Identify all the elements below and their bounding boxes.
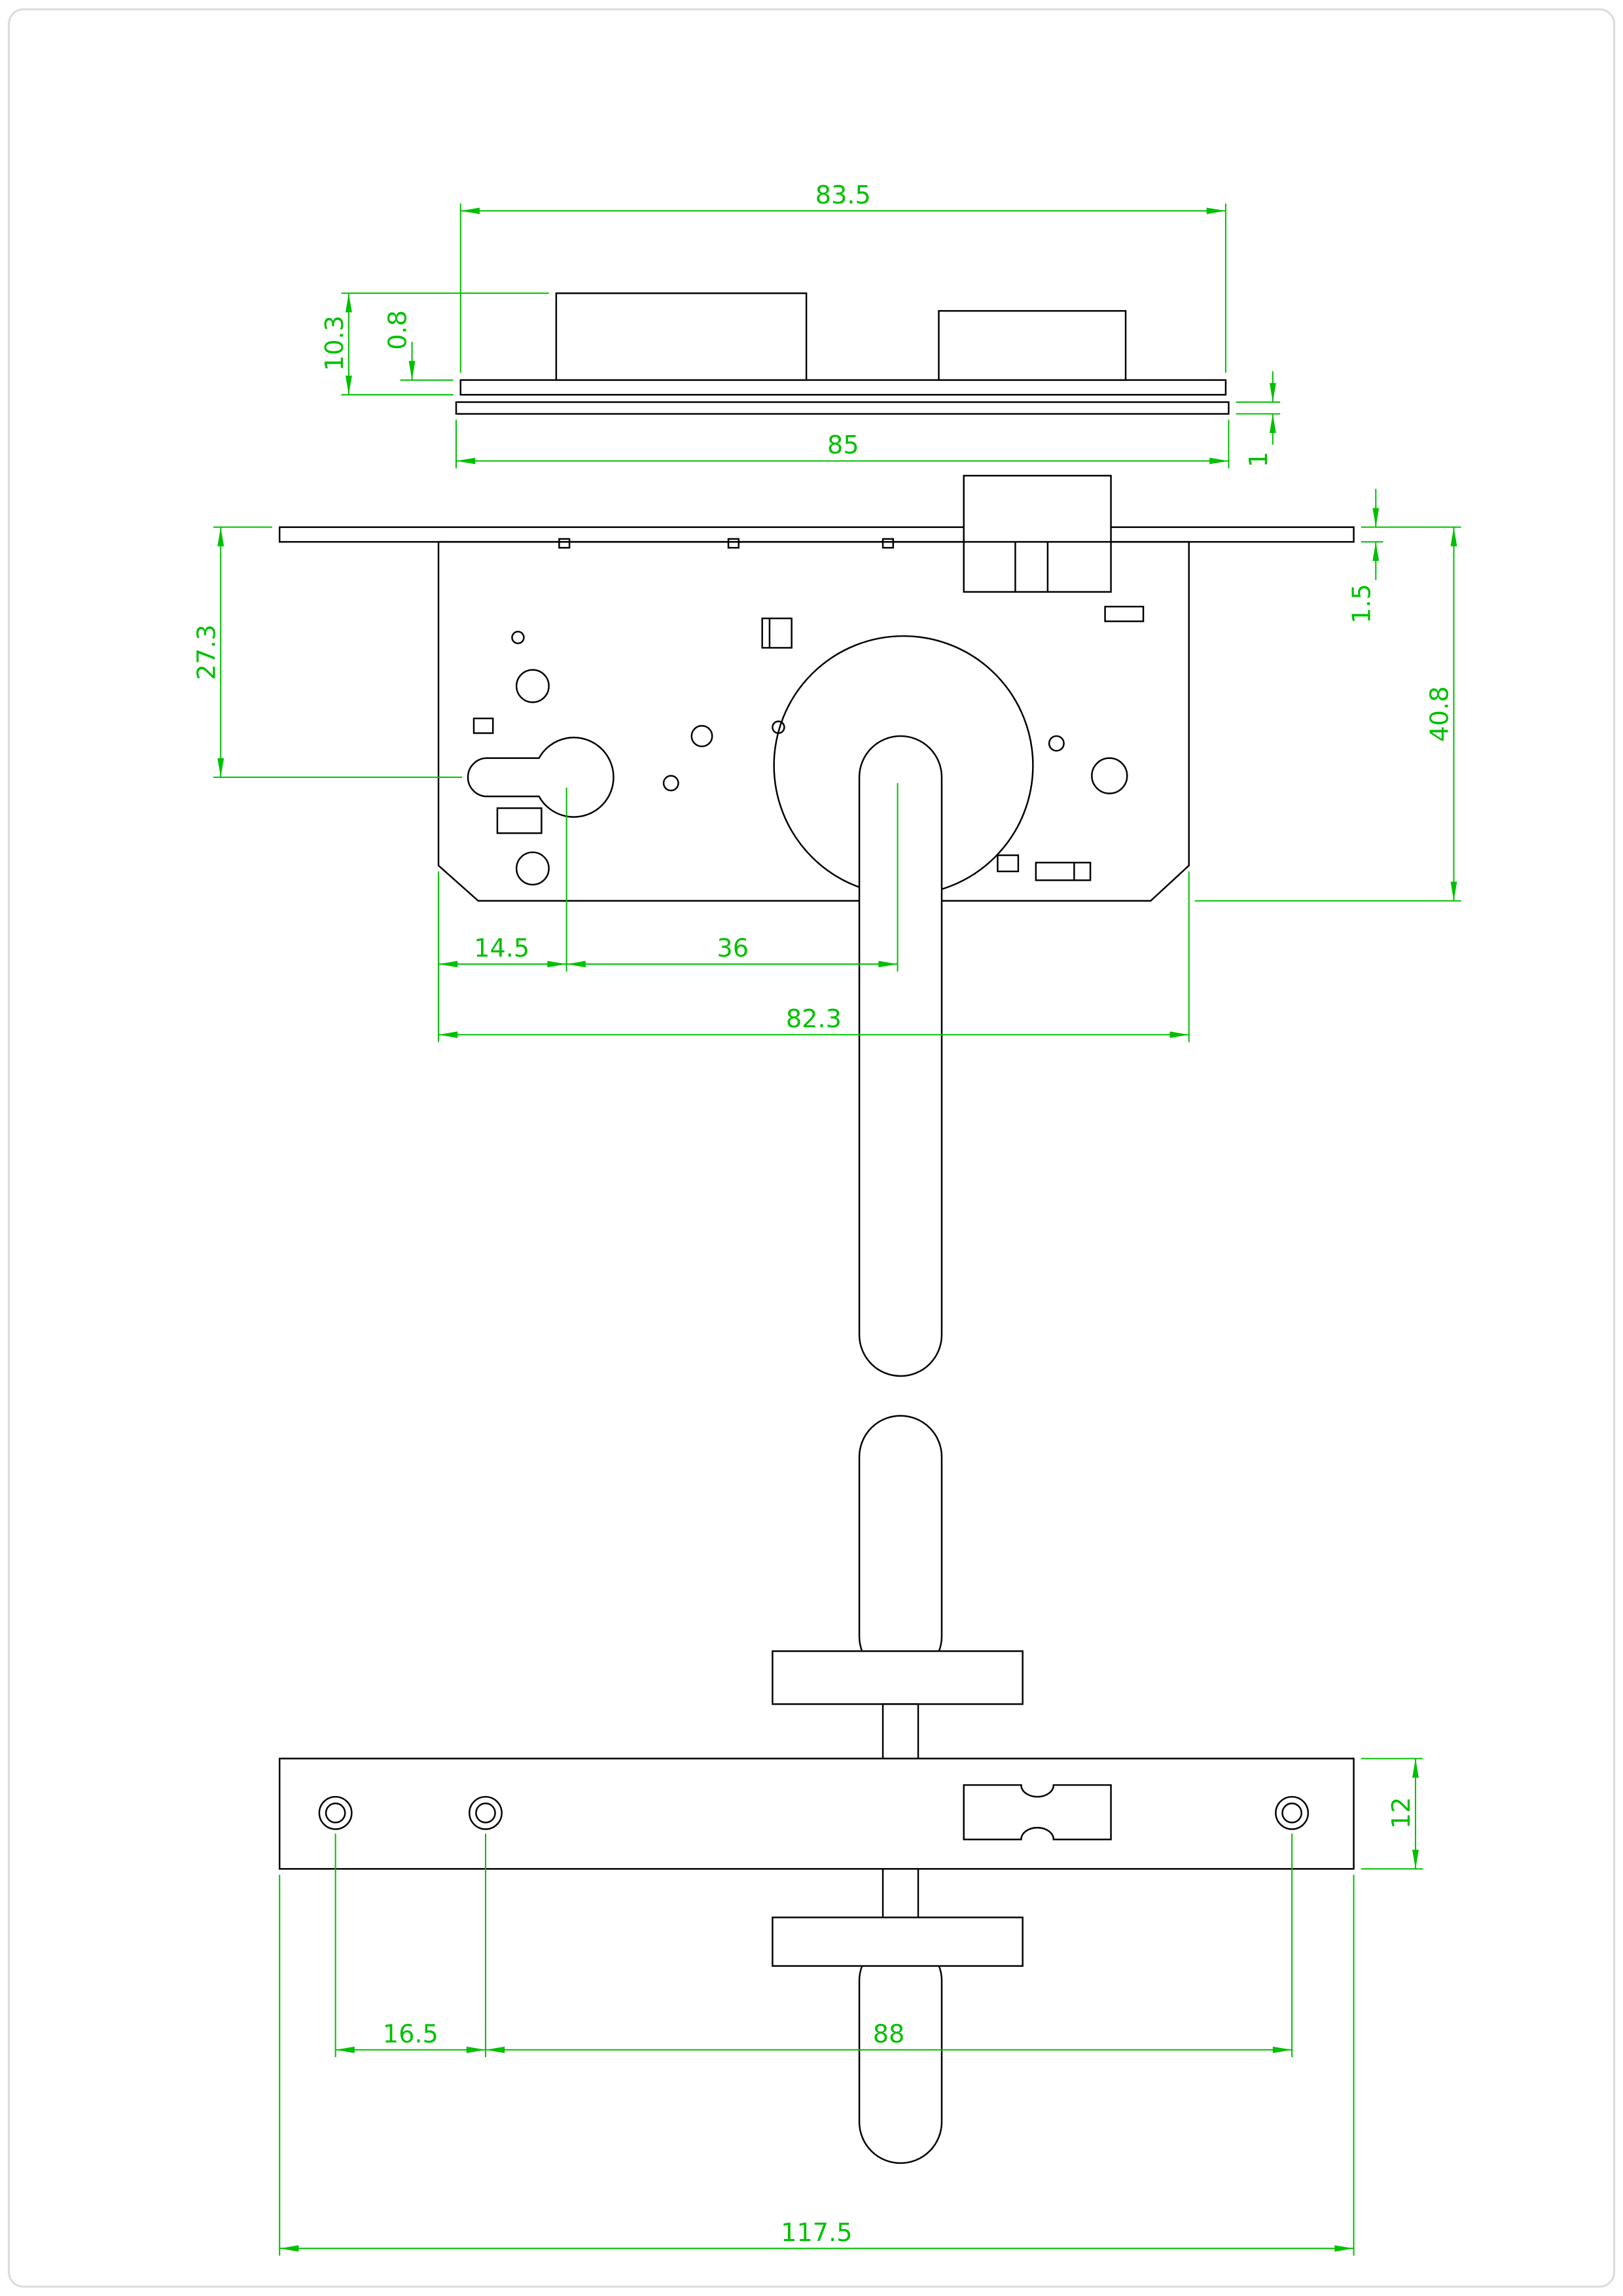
screw-post: [515, 851, 550, 886]
dim-label-cover-thickness: 0.8: [384, 310, 413, 350]
dim-plate-height: 12: [1361, 1757, 1423, 1870]
pin-hole: [1048, 735, 1065, 752]
stop-block: [496, 807, 543, 834]
screw-hole-inner: [325, 1802, 346, 1824]
guide-block: [997, 854, 1020, 873]
faceplate-hole-mark: [882, 538, 895, 549]
dim-label-base-length: 85: [827, 431, 859, 460]
handle-collar-upper: [772, 1650, 1024, 1705]
dim-faceplate-thickness: 1.5: [1347, 489, 1383, 624]
base-sheet: [455, 401, 1230, 415]
screw-hole: [1275, 1795, 1310, 1830]
dim-hole-pitch-large: 88: [485, 1833, 1293, 2058]
dim-base-length: 85: [455, 419, 1230, 468]
dim-cover-thickness: 0.8: [384, 310, 454, 381]
handle-lever-upper: [858, 735, 943, 1377]
dim-case-width: 82.3: [438, 871, 1190, 1042]
dim-label-keyhole-horizontal-offset: 14.5: [474, 934, 529, 963]
screw-hole-inner: [475, 1802, 496, 1824]
dim-label-case-width: 82.3: [786, 1005, 842, 1034]
pin-hole: [662, 775, 679, 792]
screw-post: [515, 669, 550, 703]
faceplate-hole-mark: [727, 538, 740, 549]
lock-case-outline: [437, 540, 1190, 902]
handle-lever-middle: [858, 1415, 943, 1679]
cover-bump-right: [938, 309, 1127, 381]
dim-label-plate-height: 12: [1387, 1797, 1416, 1829]
dim-label-case-height: 40.8: [1425, 686, 1454, 742]
back-plate: [278, 1757, 1355, 1870]
screw-hole: [469, 1795, 503, 1830]
dim-label-faceplate-thickness: 1.5: [1347, 584, 1376, 624]
keyhole: [467, 736, 615, 818]
dim-plate-length: 117.5: [279, 1875, 1355, 2256]
dim-label-keyhole-vertical-offset: 27.3: [192, 624, 221, 680]
latch-cutout: [963, 1784, 1112, 1841]
dim-label-keyhole-to-hub: 36: [717, 934, 749, 963]
cover-sheet: [459, 379, 1227, 396]
cover-bump-left: [555, 292, 808, 381]
spring-anchor: [473, 717, 494, 734]
dim-keyhole-horizontal-offset: 14.5: [438, 787, 567, 1042]
dim-overall-height: 10.3: [321, 292, 549, 396]
spring-block: [761, 617, 793, 649]
dim-label-hole-pitch-large: 88: [873, 2021, 905, 2049]
back-plate-view: 12 16.5 88 117.5: [278, 1415, 1423, 2256]
dim-label-hole-pitch-small: 16.5: [383, 2021, 438, 2049]
stop-plate: [1104, 605, 1145, 622]
latch-bolt: [963, 474, 1112, 593]
faceplate: [278, 526, 1355, 543]
spindle-upper: [882, 1703, 919, 1764]
handle-lever-lower: [858, 1938, 943, 2164]
dim-cover-length: 83.5: [459, 181, 1226, 373]
page-border: [7, 8, 1616, 2288]
dim-keyhole-to-hub: 36: [566, 783, 899, 972]
screw-post: [1091, 757, 1128, 794]
pin-hole: [690, 724, 713, 747]
dim-label-base-thickness: 1: [1245, 451, 1274, 467]
dim-case-height: 40.8: [1194, 526, 1461, 902]
dim-label-plate-length: 117.5: [781, 2219, 852, 2248]
screw-hole-inner: [1281, 1802, 1302, 1824]
dim-keyhole-vertical-offset: 27.3: [192, 526, 463, 778]
dim-base-thickness: 1: [1236, 371, 1281, 467]
spindle-lower: [882, 1867, 919, 1923]
dim-label-overall-height: 10.3: [321, 315, 349, 371]
screw-hole: [318, 1795, 353, 1830]
pin-hole: [511, 631, 525, 645]
faceplate-hole-mark: [558, 538, 571, 549]
cover-profile-view: 83.5 10.3 0.8 85 1: [321, 181, 1281, 468]
handle-collar-lower: [772, 1916, 1024, 1967]
lock-body-view: 27.3 1.5 40.8 14.5 36 82: [192, 474, 1461, 1377]
dim-label-cover-length: 83.5: [815, 181, 871, 210]
dim-hole-pitch-small: 16.5: [334, 1833, 486, 2058]
guide-block: [1035, 862, 1092, 881]
